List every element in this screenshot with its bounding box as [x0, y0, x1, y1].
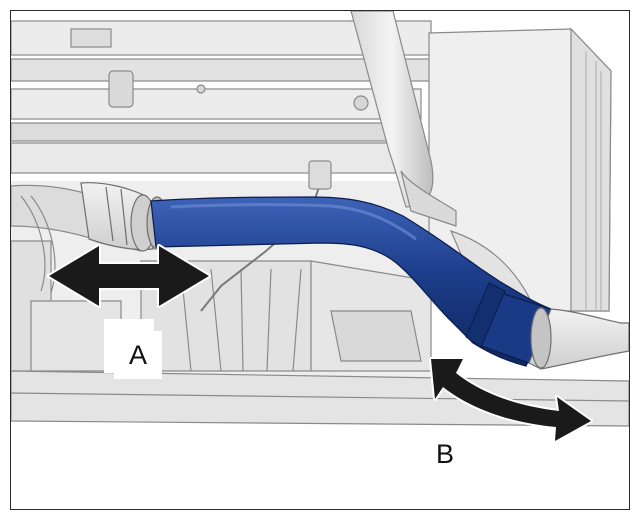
diagram-frame: A B — [10, 10, 630, 510]
connector-pipe-right — [528, 307, 629, 370]
engine-bay-illustration — [11, 11, 629, 443]
double-headed-curved-arrow-icon — [429, 357, 593, 443]
callout-label-a: A — [114, 331, 162, 379]
double-headed-straight-arrow-icon — [47, 244, 211, 308]
callout-label-b: B — [435, 438, 454, 469]
